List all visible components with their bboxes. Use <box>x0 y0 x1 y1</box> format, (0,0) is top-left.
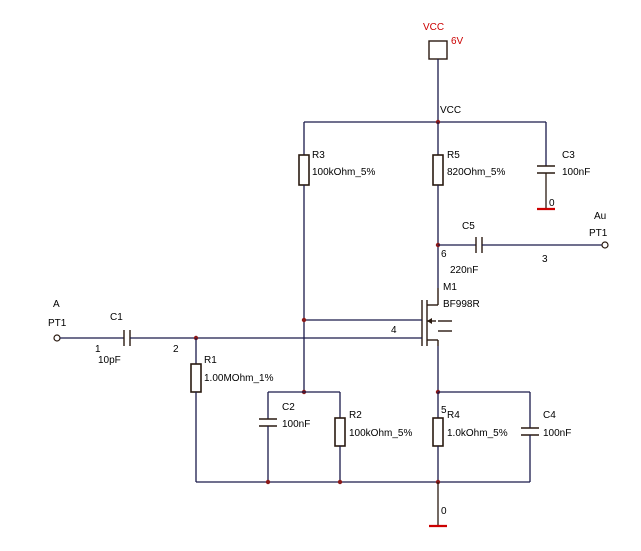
c5-value: 220nF <box>450 265 478 276</box>
output-port-name: Au <box>594 211 606 222</box>
node-2-label: 2 <box>173 344 179 355</box>
node-4-label: 4 <box>391 325 397 336</box>
r2-ref: R2 <box>349 410 362 421</box>
c4-ref: C4 <box>543 410 556 421</box>
r3-ref: R3 <box>312 150 325 161</box>
node-1-label: 1 <box>95 344 101 355</box>
m1-ref: M1 <box>443 282 457 293</box>
r1-value: 1.00MOhm_1% <box>204 373 274 384</box>
c4-value: 100nF <box>543 428 571 439</box>
node-6-label: 6 <box>441 249 447 260</box>
vcc-source-label: VCC <box>423 22 444 33</box>
c2-value: 100nF <box>282 419 310 430</box>
vcc-source-symbol[interactable] <box>428 40 448 60</box>
junction-gnd-r2 <box>337 479 343 485</box>
c1-ref: C1 <box>110 312 123 323</box>
r1-ref: R1 <box>204 355 217 366</box>
r4-value: 1.0kOhm_5% <box>447 428 508 439</box>
output-port-type: PT1 <box>589 228 608 239</box>
m1-value: BF998R <box>443 299 480 310</box>
mosfet-m1[interactable] <box>421 288 452 346</box>
node-3-label: 3 <box>542 254 548 265</box>
c5-ref: C5 <box>462 221 475 232</box>
input-port-a[interactable] <box>53 334 61 342</box>
junction-gate2 <box>301 317 307 323</box>
resistor-r2[interactable] <box>334 417 346 447</box>
r3-value: 100kOhm_5% <box>312 167 375 178</box>
junction-gnd-c2 <box>265 479 271 485</box>
ground-c3-label: 0 <box>549 198 555 209</box>
r4-ref: R4 <box>447 410 460 421</box>
r5-value: 820Ohm_5% <box>447 167 505 178</box>
vcc-source-voltage: 6V <box>451 36 464 47</box>
resistor-r3[interactable] <box>298 154 310 186</box>
input-port-name: A <box>53 299 60 310</box>
resistor-r1[interactable] <box>190 363 202 393</box>
r2-value: 100kOhm_5% <box>349 428 412 439</box>
input-port-type: PT1 <box>48 318 67 329</box>
c3-value: 100nF <box>562 167 590 178</box>
c3-ref: C3 <box>562 150 575 161</box>
vcc-net-label: VCC <box>440 105 461 116</box>
resistor-r4[interactable] <box>432 417 444 447</box>
node-5-label: 5 <box>441 405 447 416</box>
c1-value: 10pF <box>98 355 121 366</box>
ground-main-label: 0 <box>441 506 447 517</box>
r5-ref: R5 <box>447 150 460 161</box>
c2-ref: C2 <box>282 402 295 413</box>
output-port-au[interactable] <box>601 241 609 249</box>
resistor-r5[interactable] <box>432 154 444 186</box>
